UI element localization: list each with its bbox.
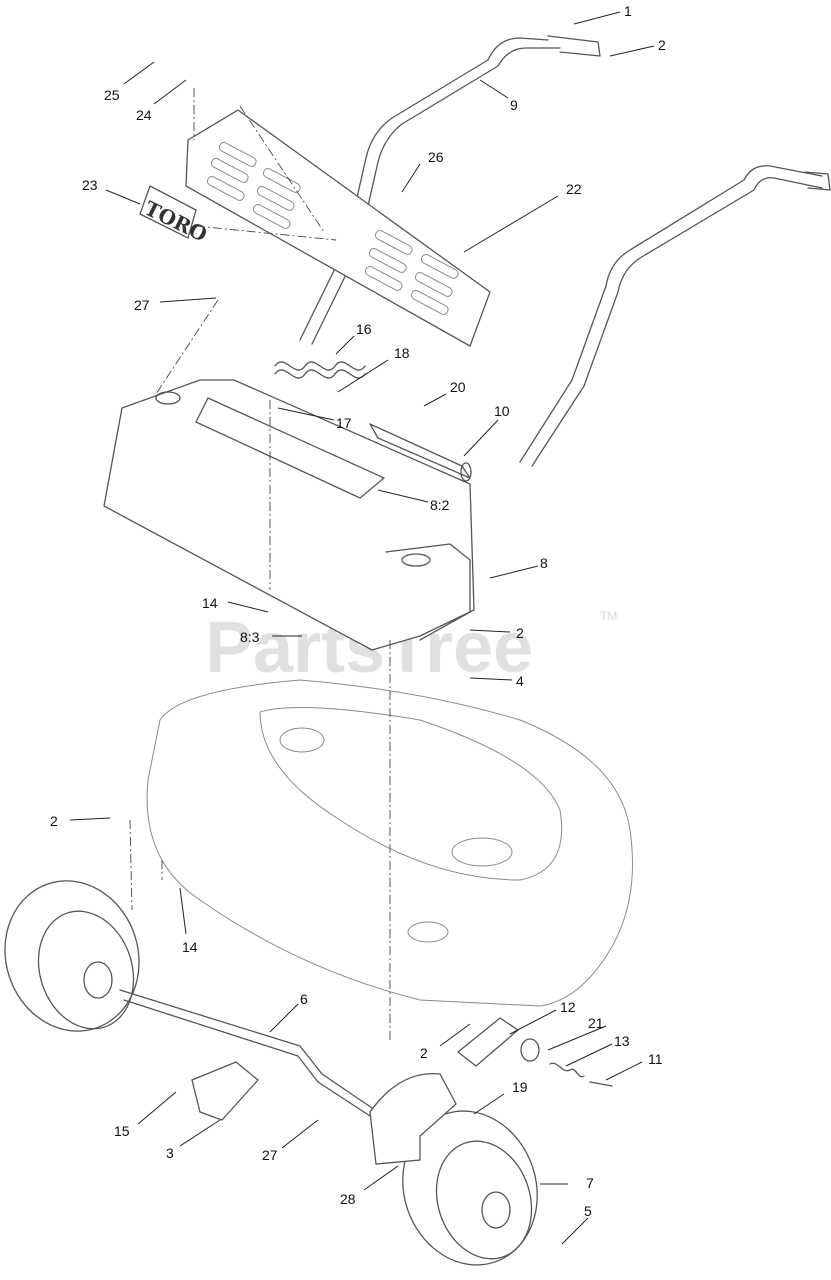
callout-9: 9: [510, 97, 518, 113]
callout-5: 5: [584, 1203, 592, 1219]
callout-7: 7: [586, 1175, 594, 1191]
handle-guard: [185, 109, 491, 347]
watermark-tm: TM: [600, 609, 617, 623]
callout-11: 11: [648, 1051, 663, 1067]
callout-26: 26: [428, 149, 444, 165]
callout-2-top: 2: [658, 37, 666, 53]
callout-28: 28: [340, 1191, 356, 1207]
callouts: 1 2 9 25 24 26 23 22 27 16 18 20 10 17 8…: [50, 3, 666, 1219]
callout-10: 10: [494, 403, 510, 419]
callout-23: 23: [82, 177, 98, 193]
callout-16: 16: [356, 321, 372, 337]
toro-decal: TORO: [139, 185, 211, 247]
assembly-lines: [129, 88, 391, 1040]
callout-22: 22: [566, 181, 582, 197]
tube: [369, 423, 472, 482]
callout-2-mid: 2: [516, 625, 524, 641]
left-wheel: [4, 880, 140, 1032]
callout-19: 19: [512, 1079, 528, 1095]
callout-8-3: 8:3: [240, 629, 260, 645]
callout-14-top: 14: [202, 595, 218, 611]
callout-3: 3: [166, 1145, 174, 1161]
callout-1: 1: [624, 3, 632, 19]
right-wheel: [402, 1110, 538, 1266]
callout-2-bottom: 2: [420, 1045, 428, 1061]
lower-handle: [519, 165, 831, 467]
callout-18: 18: [394, 345, 410, 361]
height-quadrant: [369, 1073, 457, 1165]
callout-13: 13: [614, 1033, 630, 1049]
callout-24: 24: [136, 107, 152, 123]
callout-8: 8: [540, 555, 548, 571]
axle: [119, 989, 393, 1117]
callout-14-bottom: 14: [182, 939, 198, 955]
handle-bracket: [103, 379, 475, 651]
callout-15: 15: [114, 1123, 130, 1139]
leaders: [69, 11, 655, 1245]
height-plate: [191, 1061, 259, 1121]
mower-deck: [146, 679, 633, 1007]
callout-21: 21: [588, 1015, 604, 1031]
upper-handle: [299, 35, 601, 345]
callout-6: 6: [300, 991, 308, 1007]
callout-2-left: 2: [50, 813, 58, 829]
callout-4: 4: [516, 673, 524, 689]
callout-27-bottom: 27: [262, 1147, 278, 1163]
torsion-spring: [274, 361, 366, 379]
callout-27-top: 27: [134, 297, 150, 313]
callout-20: 20: [450, 379, 466, 395]
callout-12: 12: [560, 999, 576, 1015]
callout-25: 25: [104, 87, 120, 103]
callout-8-2: 8:2: [430, 497, 450, 513]
callout-17: 17: [336, 415, 352, 431]
